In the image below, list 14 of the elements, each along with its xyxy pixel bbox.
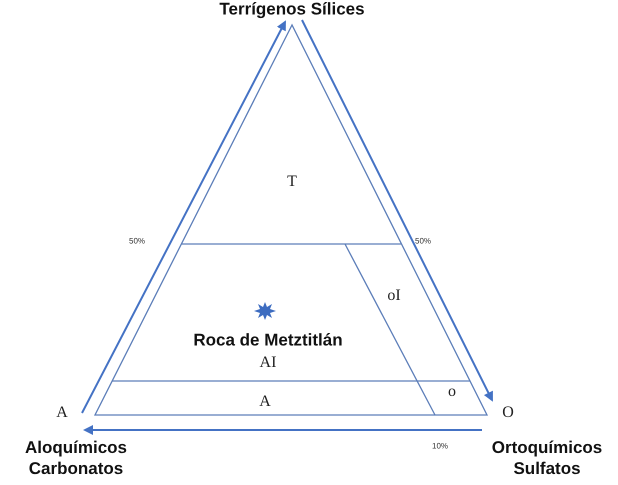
vertex-label: Aloquímicos Carbonatos [24, 437, 128, 479]
region-label: T [287, 173, 297, 191]
vertex-label: Ortoquímicos Sulfatos [490, 437, 604, 479]
vertex-letter: O [502, 404, 514, 422]
percent-label: 50% [415, 236, 431, 246]
percent-label: 10% [432, 442, 448, 450]
percent-label: 50% [129, 236, 145, 246]
region-label: oI [387, 287, 401, 305]
point-label: Roca de Metztitlán [193, 330, 343, 350]
region-label: AI [260, 354, 276, 372]
vertex-letter: A [56, 404, 68, 422]
region-label: o [448, 383, 456, 401]
region-label: A [259, 393, 271, 411]
vertex-label: Terrígenos Sílices [218, 0, 366, 20]
